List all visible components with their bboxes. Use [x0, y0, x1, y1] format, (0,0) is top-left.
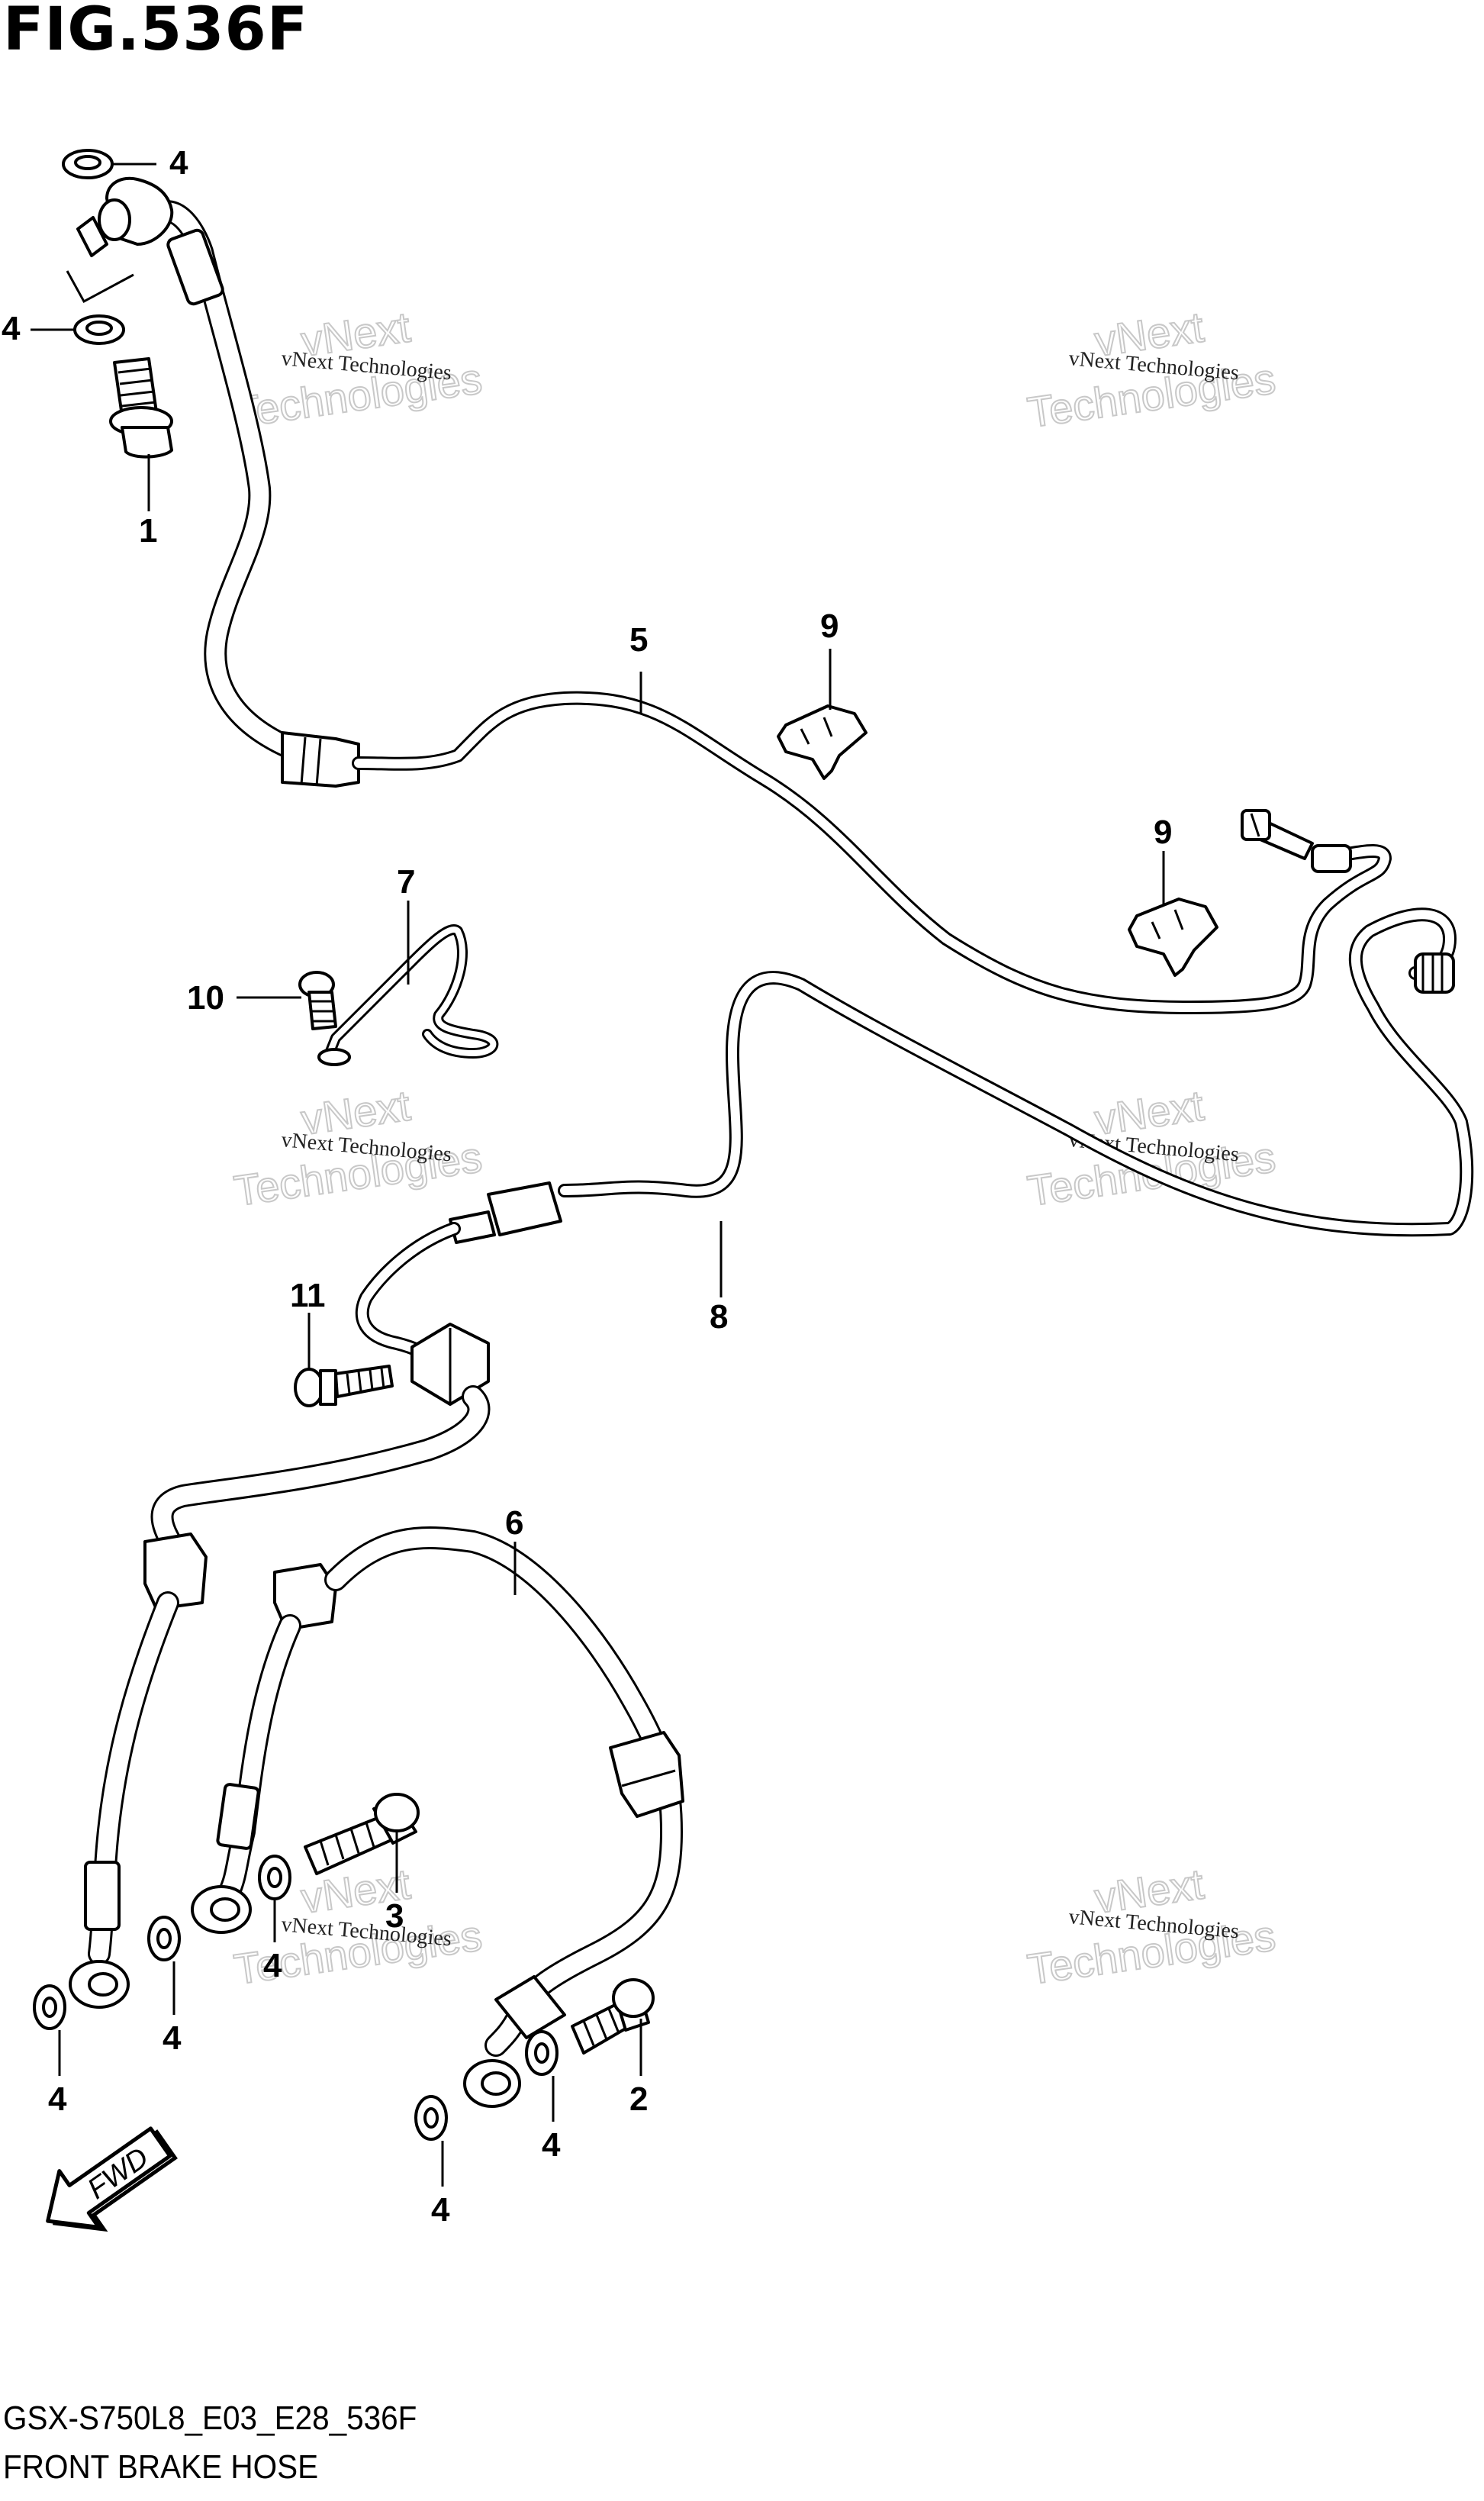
washer-4-lower-b: [147, 1916, 181, 1961]
callout-4-b: 4: [163, 2019, 182, 2057]
watermark-mid-left: vNextTechnologies vNext Technologies: [230, 1080, 485, 1216]
bracket-7: [317, 924, 499, 1066]
watermark-top-left: vNextTechnologies vNext Technologies: [230, 301, 485, 437]
callout-4-c: 4: [48, 2080, 67, 2118]
callout-10: 10: [187, 979, 224, 1017]
clamp-9-upper: [777, 704, 868, 780]
callout-5: 5: [629, 621, 648, 659]
watermark-top-right: vNextTechnologies vNext Technologies: [1024, 301, 1279, 437]
callout-2: 2: [629, 2080, 648, 2118]
lower-hose-left: [69, 1533, 208, 2009]
washer-4-top-a: [62, 149, 114, 179]
callout-1: 1: [139, 512, 157, 550]
watermark-bottom-right: vNextTechnologies vNext Technologies: [1024, 1858, 1279, 1994]
washer-4-lower-c: [33, 1984, 66, 2030]
callout-7: 7: [397, 863, 415, 901]
figure-code: GSX-S750L8_E03_E28_536F: [3, 2399, 417, 2437]
callout-4-a: 4: [263, 1947, 282, 1984]
union-bolt-3: [304, 1793, 420, 1875]
callout-11: 11: [290, 1277, 326, 1314]
washer-4-lower-e: [414, 2095, 448, 2141]
bolt-11: [294, 1365, 394, 1407]
figure-title: FIG.536F: [3, 0, 309, 64]
bolt-10: [298, 971, 337, 1030]
callout-labels: 4 4 1 5 9 9 7 10 8 11 6 3 4 4 4 2 4 4: [2, 144, 1172, 2229]
washer-4-lower-d: [525, 2030, 559, 2076]
part-8-brake-pipe-hose: [150, 907, 1474, 1561]
part-6-brake-hose: [191, 1526, 684, 2108]
part-5-brake-hose-upper: [141, 200, 1392, 1014]
callout-4-d: 4: [542, 2126, 561, 2164]
callout-3: 3: [385, 1897, 404, 1935]
clamp-9-lower: [1128, 898, 1218, 977]
callout-4-e: 4: [431, 2191, 450, 2229]
banjo-fitting-top: [76, 176, 174, 257]
callout-8: 8: [710, 1298, 728, 1336]
watermark-mid-right: vNextTechnologies vNext Technologies: [1024, 1080, 1279, 1216]
union-bolt-1: [109, 357, 173, 459]
callout-4-left: 4: [2, 310, 21, 347]
leader-lines: [31, 163, 1165, 2187]
washer-4-top-b: [73, 314, 125, 345]
callout-9-lower: 9: [1154, 814, 1172, 851]
figure-name: FRONT BRAKE HOSE: [3, 2448, 319, 2486]
callout-9-upper: 9: [820, 608, 839, 645]
callout-6: 6: [505, 1504, 523, 1542]
fwd-arrow-icon: FWD: [46, 2126, 178, 2232]
callout-4-top: 4: [169, 144, 188, 182]
washer-4-lower-a: [258, 1855, 291, 1900]
